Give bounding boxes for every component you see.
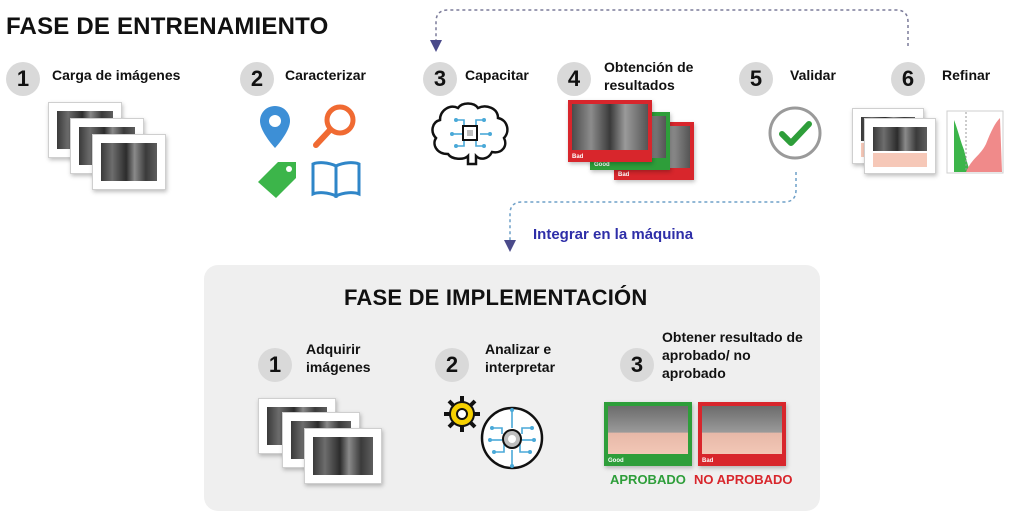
image-thumbnail (92, 134, 166, 190)
rejected-result-card: Bad (698, 402, 786, 466)
integrate-arrow (504, 172, 797, 252)
training-step-2-number: 2 (240, 62, 274, 96)
check-circle-icon (768, 106, 822, 160)
integrate-label: Integrar en la máquina (533, 226, 694, 243)
training-step-5-number: 5 (739, 62, 773, 96)
approved-result-card: Good (604, 402, 692, 466)
book-icon (311, 161, 361, 198)
training-step-5-label: Validar (790, 67, 836, 83)
refine-image (864, 118, 936, 174)
result-card-bad: Bad (568, 100, 652, 162)
tag-icon (258, 162, 296, 198)
magnifier-icon (313, 104, 356, 148)
approved-label: APROBADO (610, 472, 686, 487)
implementation-step-3-label: Obtener resultado de aprobado/ no aproba… (662, 329, 803, 381)
map-pin-icon (260, 106, 290, 148)
training-step-3-number: 3 (423, 62, 457, 96)
training-step-4-number: 4 (557, 62, 591, 96)
image-thumbnail (304, 428, 382, 484)
implementation-step-1-number: 1 (258, 348, 292, 382)
implementation-step-2-label: Analizar e interpretar (485, 341, 556, 375)
training-step-3-label: Capacitar (465, 67, 529, 83)
training-step-1-label: Carga de imágenes (52, 67, 181, 83)
rejected-label: NO APROBADO (694, 472, 793, 487)
training-step-4-label: Obtención de resultados (604, 59, 694, 93)
refine-loop-arrow (430, 9, 909, 52)
brain-chip-icon (431, 102, 509, 166)
training-phase-title: FASE DE ENTRENAMIENTO (6, 13, 329, 40)
implementation-step-1-label: Adquirir imágenes (306, 341, 371, 375)
gears-icon (444, 396, 544, 470)
refine-chart-icon (946, 110, 1004, 174)
training-step-2-label: Caracterizar (285, 67, 366, 83)
implementation-step-2-number: 2 (435, 348, 469, 382)
training-step-6-number: 6 (891, 62, 925, 96)
implementation-step-3-number: 3 (620, 348, 654, 382)
training-step-6-label: Refinar (942, 67, 991, 83)
implementation-phase-title: FASE DE IMPLEMENTACIÓN (344, 285, 648, 310)
training-step-1-number: 1 (6, 62, 40, 96)
